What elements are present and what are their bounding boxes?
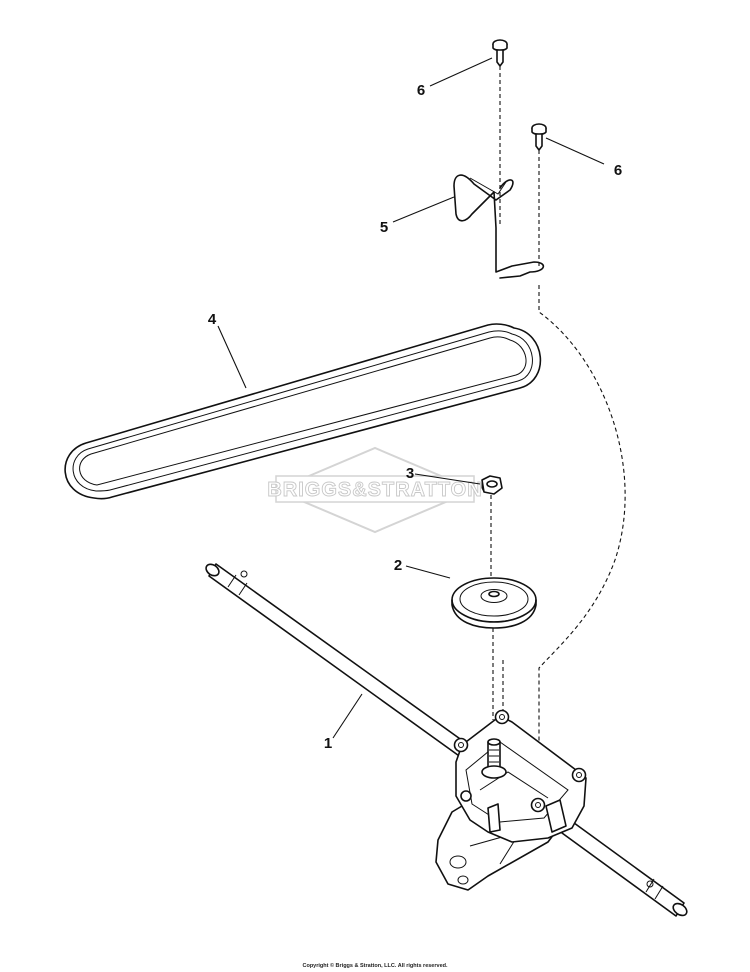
callout-6-upper: 6 xyxy=(417,82,425,99)
assembly-lines xyxy=(490,66,626,795)
screw-lower xyxy=(531,123,547,151)
pulley xyxy=(451,577,537,629)
gearbox-housing xyxy=(455,715,587,843)
leader-lines xyxy=(217,57,605,739)
hex-nut xyxy=(481,475,503,495)
belt-guide xyxy=(453,174,545,279)
drive-belt xyxy=(64,323,542,500)
callouts: 1 2 3 4 5 6 6 xyxy=(208,82,622,752)
screw-upper xyxy=(492,39,508,67)
callout-2: 2 xyxy=(394,557,402,574)
brand-watermark: BRIGGS&STRATTON xyxy=(267,446,482,534)
axle-shaft-right xyxy=(561,819,685,917)
callout-3: 3 xyxy=(406,465,414,482)
callout-6-lower: 6 xyxy=(614,162,622,179)
callout-5: 5 xyxy=(380,219,388,236)
transaxle-assembly xyxy=(205,563,688,917)
callout-1: 1 xyxy=(324,735,332,752)
watermark-text: BRIGGS&STRATTON xyxy=(267,479,482,501)
callout-4: 4 xyxy=(208,311,217,328)
copyright-notice: Copyright © Briggs & Stratton, LLC. All … xyxy=(302,963,448,969)
